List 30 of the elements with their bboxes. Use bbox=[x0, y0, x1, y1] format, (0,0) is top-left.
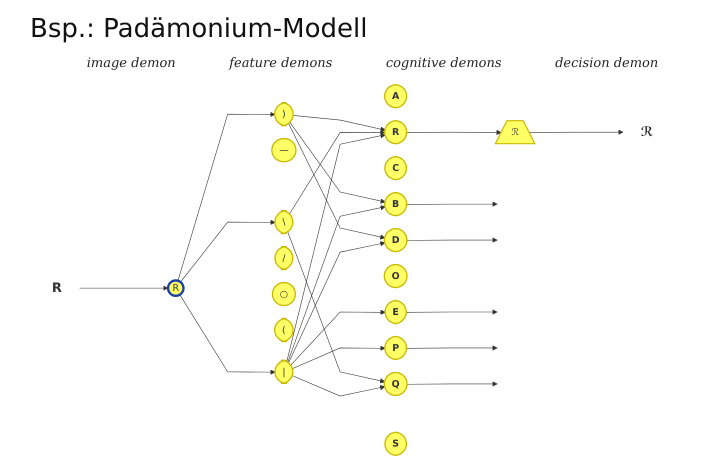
arrow bbox=[292, 346, 386, 369]
arrow bbox=[288, 241, 386, 364]
arrow bbox=[406, 130, 502, 136]
arrow bbox=[180, 220, 276, 282]
arrow bbox=[288, 123, 386, 240]
arrow bbox=[290, 122, 386, 204]
node-text: R bbox=[52, 280, 62, 296]
arrow bbox=[292, 375, 386, 396]
node-text: ℛ bbox=[640, 124, 654, 140]
arrow bbox=[287, 205, 386, 363]
group-label: image demon bbox=[86, 56, 176, 71]
arrow bbox=[289, 130, 386, 214]
node-circle: R bbox=[166, 279, 185, 297]
arrow bbox=[180, 294, 276, 375]
title: Bsp.: Padämonium-Modell bbox=[30, 14, 368, 44]
arrow bbox=[288, 232, 386, 384]
group-label: decision demon bbox=[555, 56, 658, 71]
arrow bbox=[406, 237, 498, 243]
arrow bbox=[290, 310, 386, 366]
arrow bbox=[406, 345, 498, 351]
arrow bbox=[293, 115, 386, 132]
arrow bbox=[286, 133, 386, 362]
arrow bbox=[178, 112, 276, 282]
group-label: feature demons bbox=[229, 56, 332, 71]
arrow bbox=[406, 202, 498, 207]
arrow bbox=[529, 130, 624, 135]
arrow bbox=[406, 381, 498, 387]
group-label: cognitive demons bbox=[386, 56, 502, 71]
arrow bbox=[79, 286, 168, 291]
arrow bbox=[406, 309, 498, 315]
